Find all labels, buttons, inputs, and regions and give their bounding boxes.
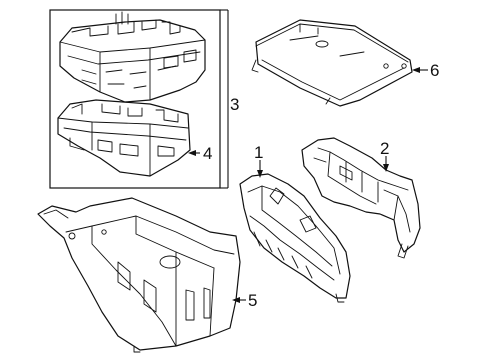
callout-5: 5 [248, 291, 257, 310]
arrowhead-1 [257, 170, 263, 178]
arrowhead-2 [383, 164, 389, 172]
callout-1: 1 [254, 143, 263, 162]
fuse-box-lower-housing [57, 99, 191, 177]
control-module [251, 19, 413, 107]
callout-3: 3 [230, 95, 239, 114]
battery-tray [37, 197, 241, 353]
callout-2: 2 [380, 139, 389, 158]
relay-bracket [239, 173, 351, 303]
assembly-group-box [49, 9, 229, 189]
mounting-bracket [301, 137, 421, 259]
arrowhead-6 [412, 67, 420, 73]
callout-leaders [188, 67, 428, 303]
fuse-box-upper-cover [59, 11, 206, 103]
arrowhead-5 [232, 297, 240, 303]
callout-4: 4 [203, 144, 212, 163]
arrowhead-4 [188, 150, 196, 156]
callout-6: 6 [430, 61, 439, 80]
